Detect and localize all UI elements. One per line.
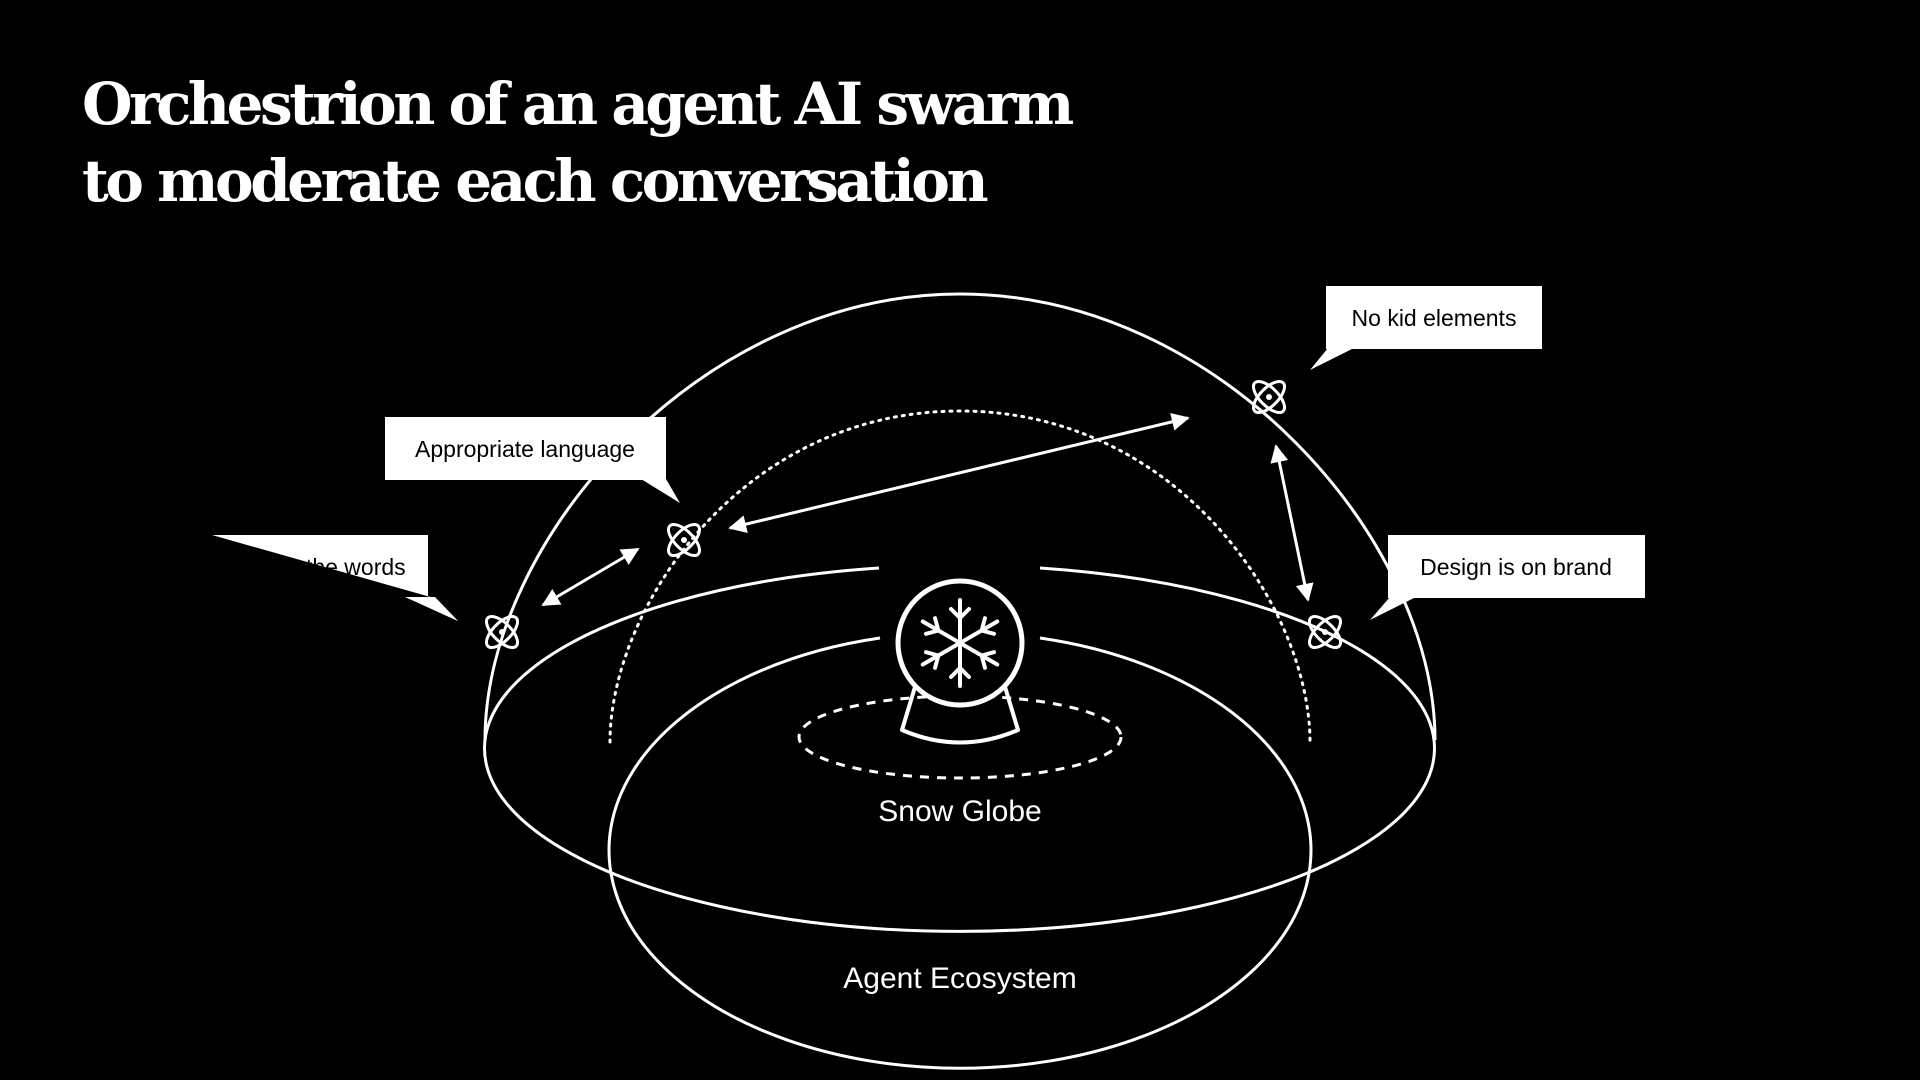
callout-label: Design is on brand (1420, 554, 1612, 580)
inner-dashed-ring (797, 694, 1123, 780)
outer-ring (483, 566, 1436, 933)
callout-appropriate-language: Appropriate language (385, 417, 680, 503)
callout-check-the-words: Check the words (212, 535, 458, 621)
connector-arrow (541, 547, 640, 607)
title-line-2: to moderate each conversation (82, 147, 989, 215)
agent-ecosystem-label: Agent Ecosystem (843, 962, 1076, 995)
callout-no-kid-elements: No kid elements (1310, 286, 1542, 370)
atom-icon (479, 609, 525, 655)
outer-dome (483, 292, 1437, 741)
connector-arrow (728, 413, 1190, 533)
callout-label: Appropriate language (415, 436, 635, 462)
atom-icon (661, 517, 707, 563)
middle-ring (607, 636, 1313, 1070)
callout-label: Check the words (234, 554, 405, 580)
connector-arrow (1270, 444, 1314, 602)
snow-globe-icon (895, 578, 1025, 745)
callout-design-on-brand: Design is on brand (1370, 535, 1645, 620)
slide-title: Orchestrion of an agent AI swarm to mode… (82, 66, 1074, 220)
title-line-1: Orchestrion of an agent AI swarm (82, 70, 1074, 138)
inner-dome (608, 409, 1312, 744)
callout-label: No kid elements (1352, 305, 1517, 331)
snow-globe-label: Snow Globe (878, 795, 1041, 828)
snowflake-icon (920, 598, 1000, 688)
atom-icon (1302, 609, 1348, 655)
atom-icon (1246, 374, 1292, 420)
